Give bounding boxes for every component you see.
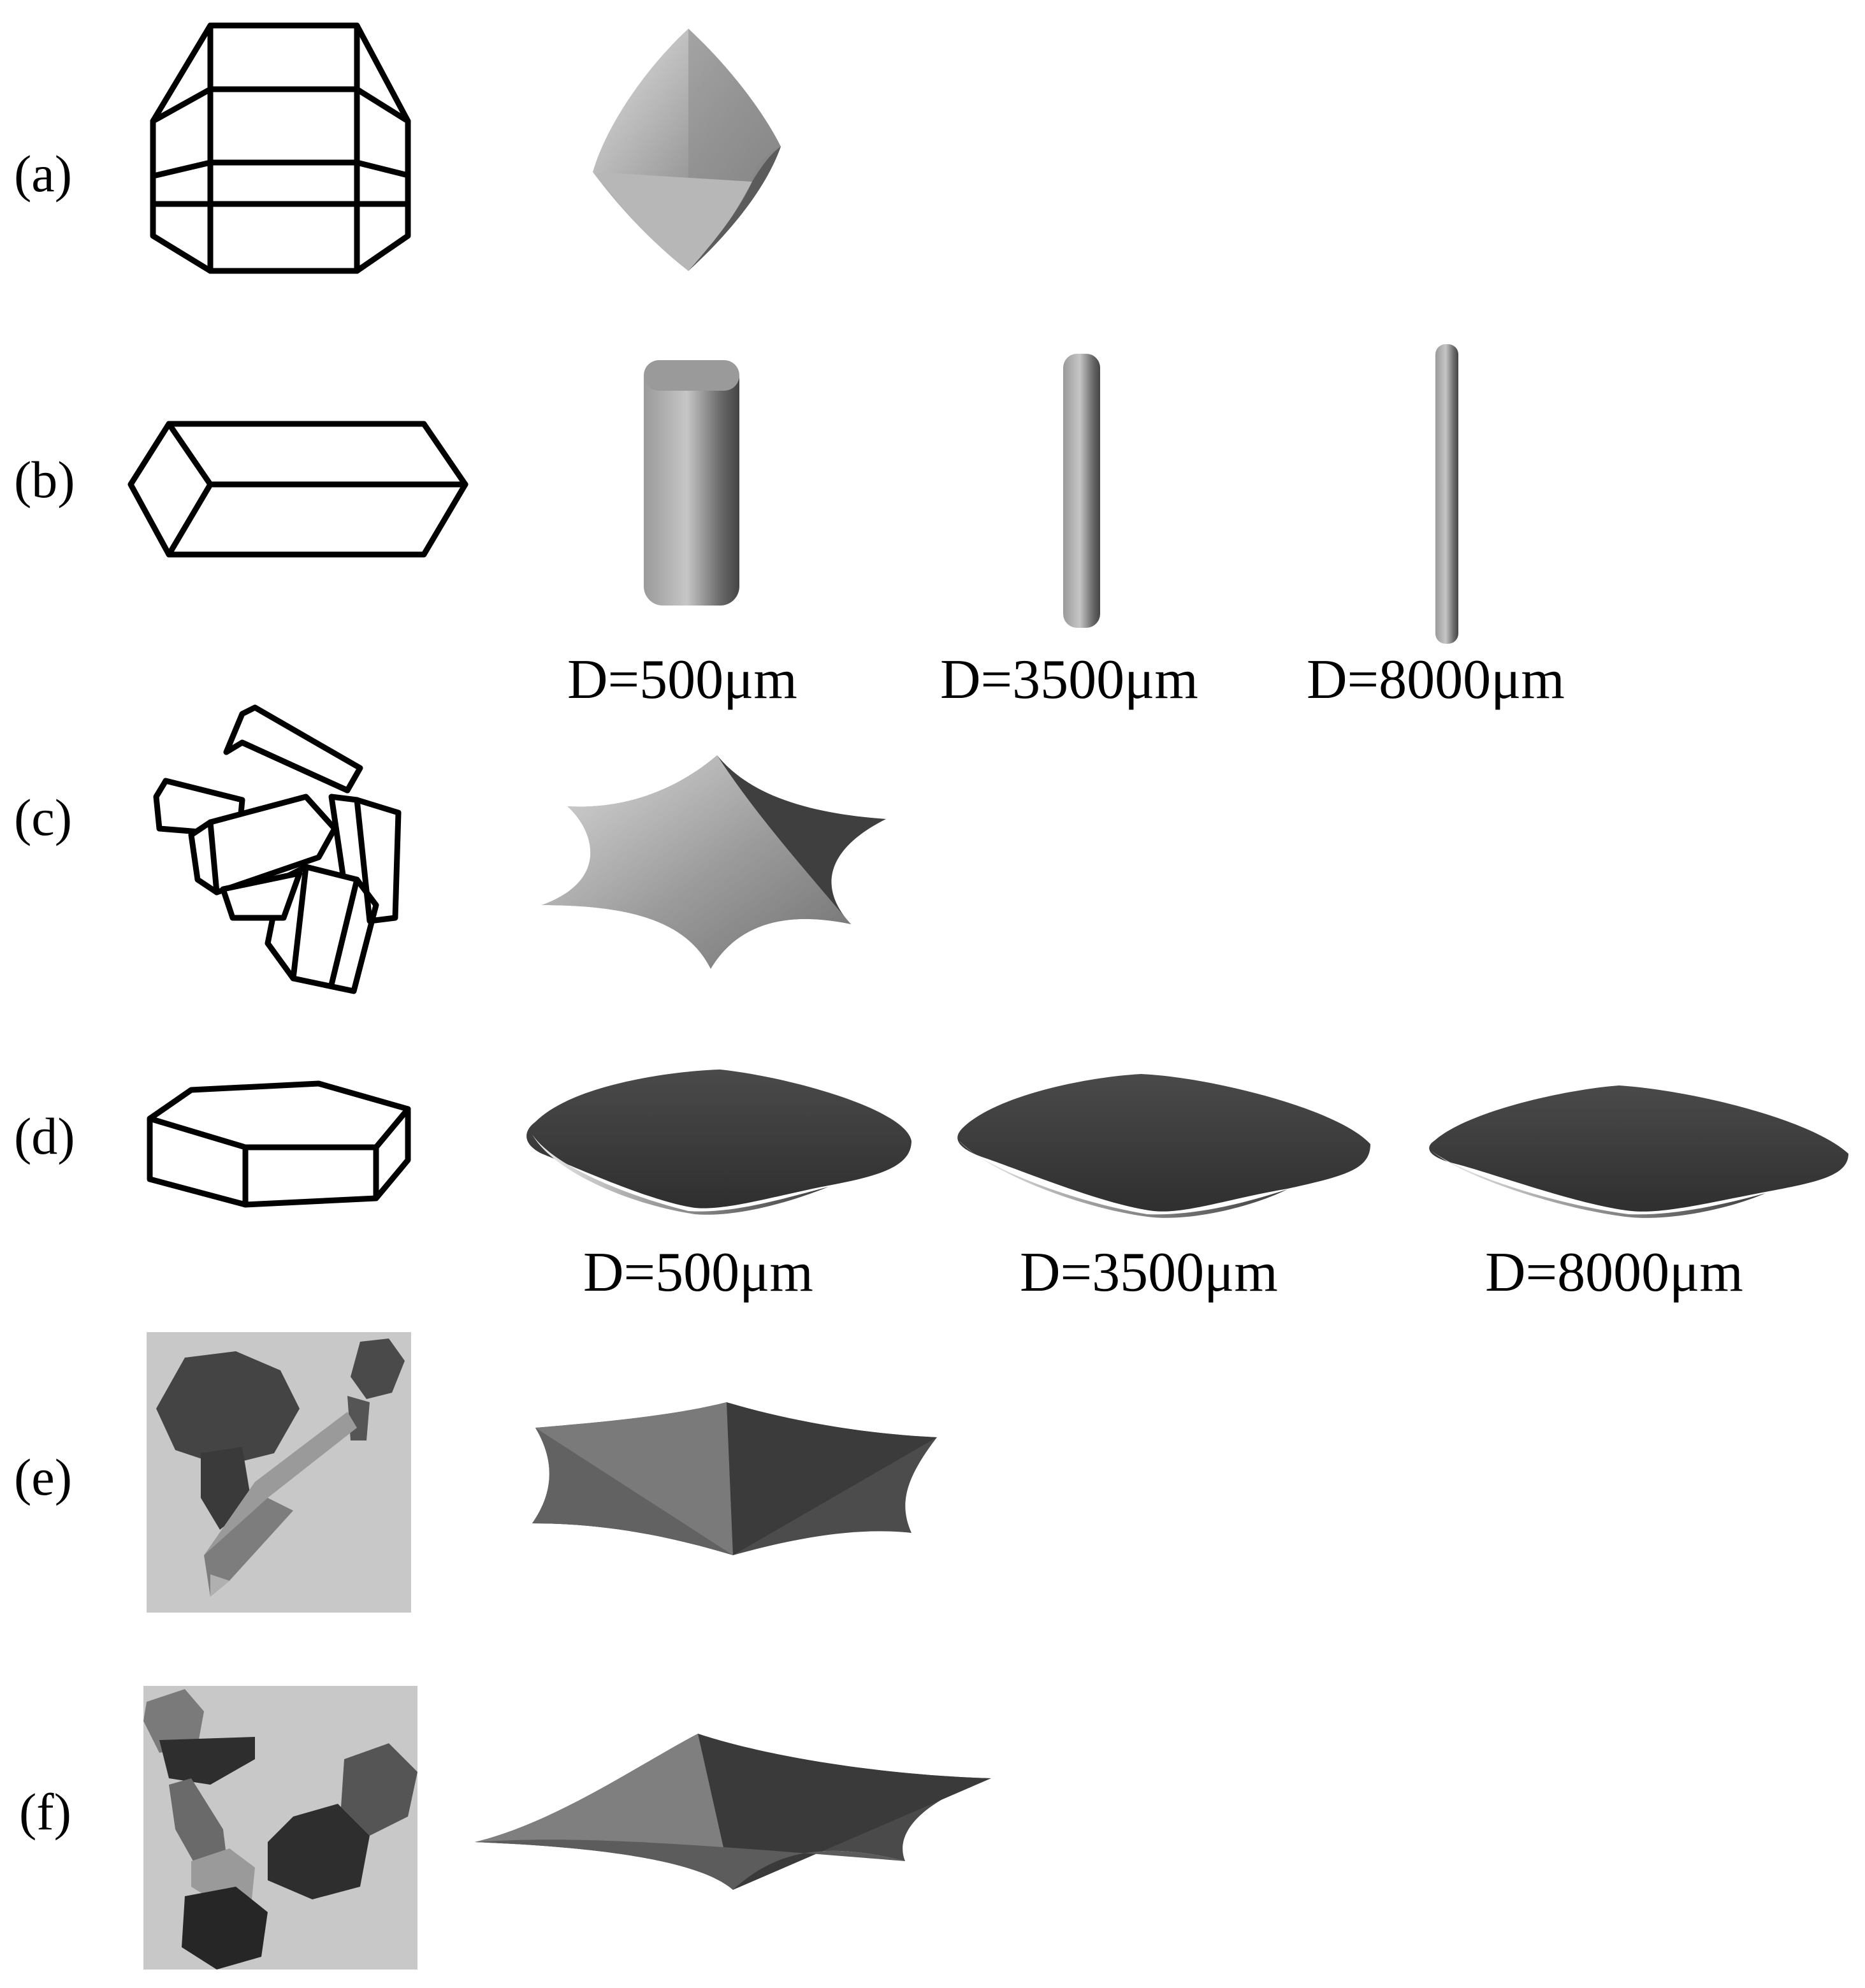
- rendered-shape-a: [593, 29, 781, 271]
- size-label-d-8000: D=8000μm: [1485, 1242, 1743, 1303]
- rendered-star-e: [532, 1402, 937, 1555]
- wireframe-prism-b: [127, 421, 468, 558]
- aggregate-panel-f: [143, 1686, 417, 1970]
- rendered-rod-b-3500: [1063, 354, 1100, 628]
- wireframe-plate-d: [147, 1080, 411, 1208]
- rendered-rod-b-8000: [1435, 344, 1458, 644]
- size-label-d-3500: D=3500μm: [1020, 1242, 1278, 1303]
- wireframe-cluster-c: [153, 704, 402, 994]
- wireframe-polyhedron-a: [150, 22, 411, 274]
- size-label-b-500: D=500μm: [567, 649, 797, 711]
- row-label-c: (c): [14, 788, 72, 846]
- rendered-star-f: [475, 1734, 991, 1890]
- size-label-b-3500: D=3500μm: [940, 649, 1198, 711]
- rendered-star-c: [542, 755, 886, 969]
- rendered-plate-d-500: [526, 1070, 911, 1215]
- size-label-d-500: D=500μm: [583, 1242, 813, 1303]
- aggregate-panel-e: [147, 1332, 411, 1613]
- row-label-e: (e): [14, 1448, 72, 1506]
- row-label-d: (d): [14, 1107, 75, 1165]
- rendered-plate-d-3500: [957, 1074, 1370, 1218]
- rendered-plate-d-8000: [1429, 1085, 1848, 1218]
- row-label-f: (f): [19, 1783, 71, 1841]
- row-label-a: (a): [14, 145, 72, 203]
- size-label-b-8000: D=8000μm: [1307, 649, 1565, 711]
- row-label-b: (b): [14, 451, 75, 509]
- rendered-rod-b-500: [644, 360, 739, 606]
